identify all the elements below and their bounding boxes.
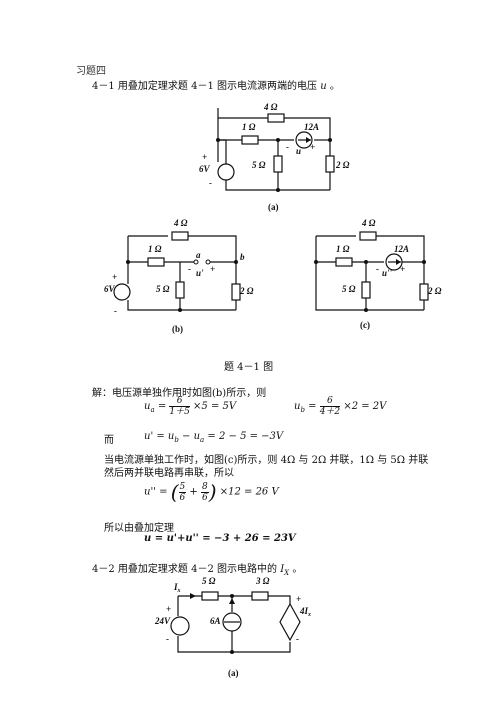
fig-b-u-minus: - (188, 264, 191, 274)
fig-c-r4-label: 4 Ω (361, 218, 376, 228)
figure-4-1-caption: 题 4－1 图 (224, 362, 274, 373)
problem-4-2-end: 。 (292, 564, 303, 575)
fig2-ix-label: Ix (173, 582, 181, 594)
fig-c-u-minus: - (376, 264, 379, 274)
fig-a-v-label: 6V (199, 164, 211, 174)
fig-c-caption: (c) (360, 320, 370, 330)
fig-a-i-label: 12A (304, 122, 319, 132)
and-word: 而 (104, 435, 114, 446)
section-heading: 习题四 (76, 66, 106, 77)
fig-a-u-minus: - (286, 142, 289, 152)
fig-b-v-label: 6V (104, 284, 116, 294)
problem-4-1-end: 。 (329, 81, 340, 92)
figure-4-2-circuit (170, 591, 301, 653)
problem-4-1-text: 4－1 用叠加定理求题 4－1 图示电流源两端的电压 (92, 81, 317, 92)
fig-a-r4-label: 4 Ω (263, 102, 278, 112)
fig2-r5-label: 5 Ω (202, 576, 216, 586)
fig-c-r2-label: 2 Ω (427, 286, 442, 296)
figure-c-circuit (315, 231, 429, 311)
fig2-i-label: 6A (210, 616, 221, 626)
fig-a-minus: - (209, 178, 212, 188)
figure-a-circuit (217, 108, 335, 191)
fig-a-r1-label: 1 Ω (242, 122, 256, 132)
fig-c-u-plus: + (400, 264, 405, 274)
problem-4-1-var: u (320, 81, 327, 92)
fig2-minus: - (166, 634, 169, 644)
fig2-caption: (a) (228, 668, 239, 678)
fig2-dep-label: 4Ix (299, 606, 311, 618)
fig-a-r2-label: 2 Ω (335, 160, 350, 170)
fig-c-r1-label: 1 Ω (336, 244, 350, 254)
fig-b-r2-label: 2 Ω (239, 286, 254, 296)
fig2-plus: + (166, 604, 171, 614)
fig-b-u-label: u' (196, 268, 204, 278)
junction-dots (126, 138, 426, 654)
fig-b-u-plus: + (210, 264, 215, 274)
fig-b-plus: + (112, 272, 117, 282)
fig2-dep-plus: + (296, 594, 301, 604)
problem-4-1: 4－1 用叠加定理求题 4－1 图示电流源两端的电压 u 。 (92, 77, 340, 92)
problem-4-2-var: IX (280, 564, 290, 577)
fig-a-u-label: u (296, 146, 301, 156)
fig2-r3-label: 3 Ω (255, 576, 270, 586)
fig-c-u-label: u'' (382, 268, 393, 278)
fig-a-caption: (a) (268, 202, 279, 212)
fig-b-r5-label: 5 Ω (156, 284, 170, 294)
fig2-dep-minus: - (296, 634, 299, 644)
solution-superposition: 所以由叠加定理 (104, 523, 174, 534)
solution-intro: 解：电压源单独作用时如图(b)所示，则 (92, 388, 267, 399)
solution-series: 然后两并联电路再串联，所以 (104, 468, 234, 479)
fig-a-plus: + (202, 152, 207, 162)
figure-b-circuit (113, 231, 241, 311)
fig-b-r1-label: 1 Ω (148, 244, 162, 254)
fig2-v-label: 24V (154, 616, 171, 626)
fig-b-minus: - (114, 306, 117, 316)
fig-b-node-a: a (196, 250, 201, 260)
fig-a-r5-label: 5 Ω (252, 160, 266, 170)
fig-b-caption: (b) (172, 324, 183, 334)
fig-b-node-b: b (240, 252, 245, 262)
problem-4-2: 4－2 用叠加定理求题 4－2 图示电路中的 IX 。 (92, 560, 302, 577)
eq-final: u = u'+u'' = −3 + 26 = 23V (144, 533, 296, 544)
fig-c-i-label: 12A (394, 244, 409, 254)
fig-c-r5-label: 5 Ω (342, 284, 356, 294)
solution-current-source: 当电流源单独工作时，如图(c)所示，则 4Ω 与 2Ω 并联，1Ω 与 5Ω 并… (104, 455, 429, 466)
problem-4-2-text: 4－2 用叠加定理求题 4－2 图示电路中的 (92, 564, 277, 575)
fig-a-u-plus: + (310, 142, 315, 152)
fig-b-r4-label: 4 Ω (173, 218, 188, 228)
eq-uprime: u' = ub − ua = 2 − 5 = −3V (144, 431, 284, 444)
